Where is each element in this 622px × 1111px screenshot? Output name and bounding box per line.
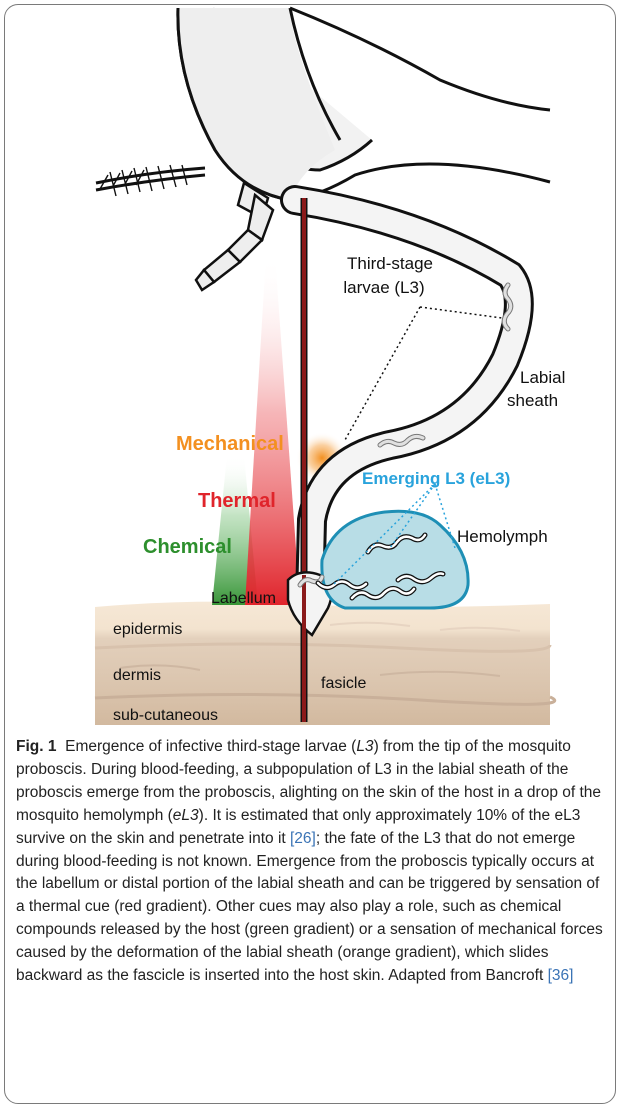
citation-link-36[interactable]: [36]: [548, 967, 574, 984]
label-emerging: Emerging L3 (eL3): [362, 469, 510, 488]
label-labial-1: Labial: [520, 368, 565, 387]
citation-link-26[interactable]: [26]: [290, 830, 316, 847]
maxillary-palp: [196, 195, 273, 290]
label-chemical: Chemical: [143, 536, 232, 558]
label-third-stage-1: Third-stage: [347, 254, 433, 273]
caption-em-el3: eL3: [173, 807, 199, 824]
label-thermal: Thermal: [198, 490, 276, 512]
label-dermis: dermis: [113, 667, 161, 684]
label-hemolymph: Hemolymph: [457, 527, 548, 546]
hemolymph-drop: [322, 511, 468, 608]
caption-text-1: Emergence of infective third-stage larva…: [65, 738, 356, 755]
label-fascicle: fasicle: [321, 675, 366, 692]
label-third-stage-2: larvae (L3): [343, 278, 424, 297]
mosquito-head: [178, 8, 550, 218]
antenna: [96, 165, 205, 196]
figure-illustration: Third-stage larvae (L3) Labial sheath Me…: [0, 0, 622, 735]
label-subcutaneous: sub-cutaneous: [113, 707, 218, 724]
thermal-gradient: [245, 255, 300, 605]
caption-text-4: ; the fate of the L3 that do not emerge …: [16, 830, 603, 984]
label-epidermis: epidermis: [113, 621, 182, 638]
label-labial-2: sheath: [507, 391, 558, 410]
caption-em-l3: L3: [356, 738, 373, 755]
figure-label: Fig. 1: [16, 738, 56, 755]
label-labellum: Labellum: [211, 590, 276, 607]
label-mechanical: Mechanical: [176, 433, 284, 455]
figure-caption: Fig. 1 Emergence of infective third-stag…: [16, 736, 612, 988]
